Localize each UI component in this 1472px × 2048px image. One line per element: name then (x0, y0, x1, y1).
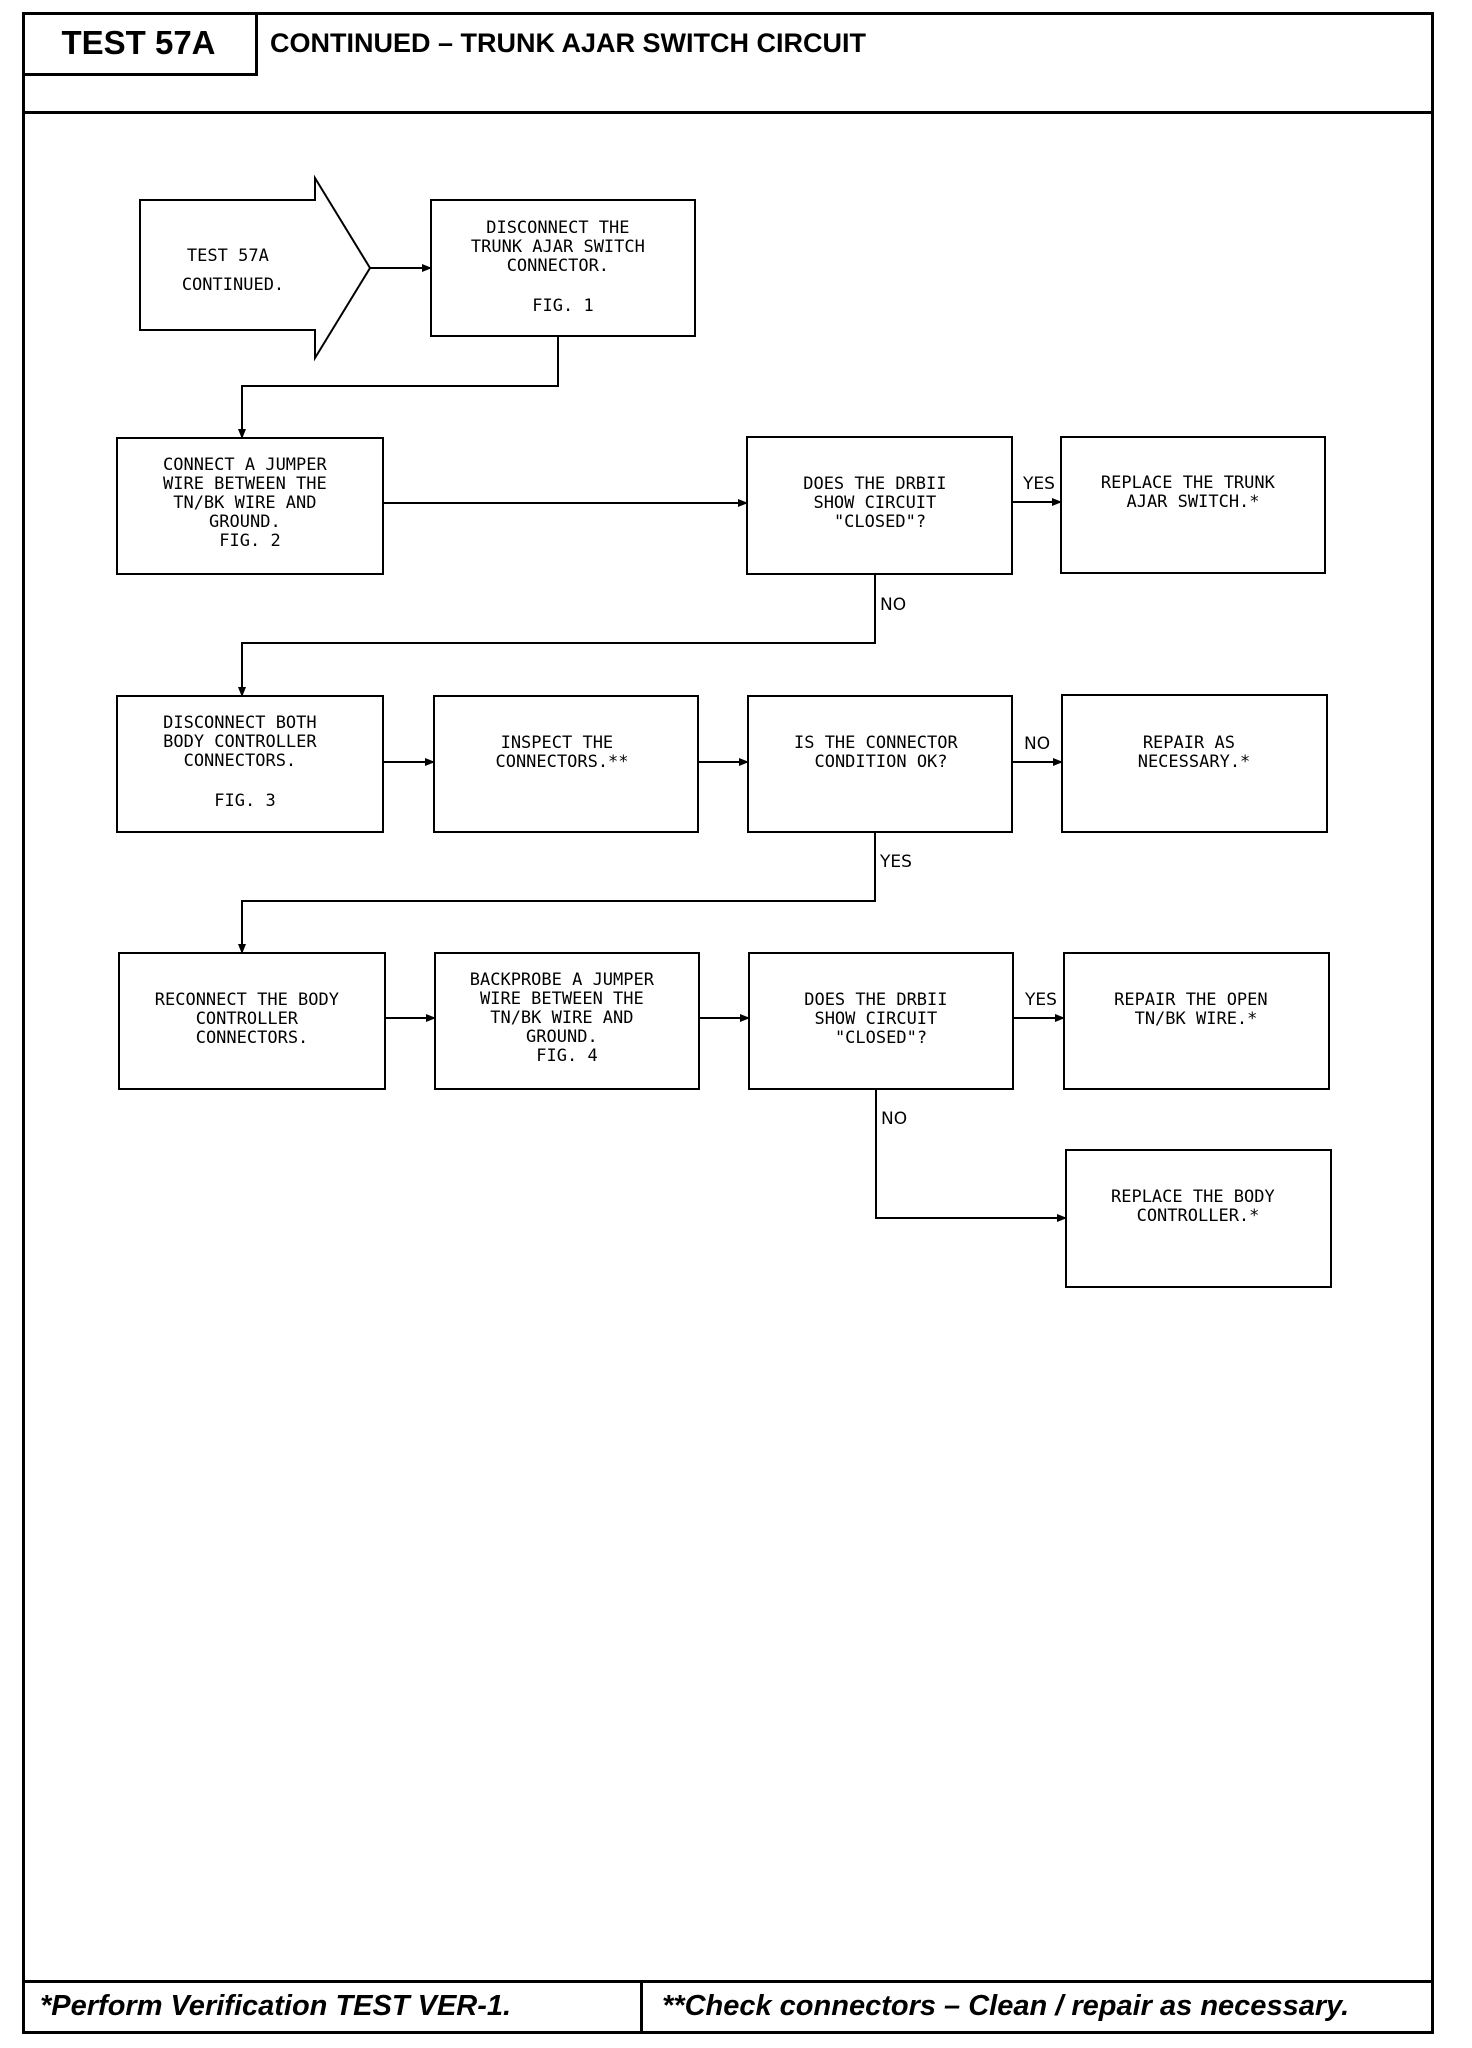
label-no-drb1: NO (880, 595, 906, 615)
label-yes-drb2: YES (1024, 990, 1057, 1010)
footer (22, 1980, 1434, 2034)
text-replace-trunk-switch: REPLACE THE TRUNK AJAR SWITCH.* (1101, 473, 1285, 512)
footnote-verification: *Perform Verification TEST VER-1. (40, 1990, 512, 2022)
text-drb-closed-2: DOES THE DRBII SHOW CIRCUIT "CLOSED"? (804, 990, 958, 1048)
text-backprobe-jumper: BACKPROBE A JUMPER WIRE BETWEEN THE TN/B… (470, 970, 664, 1066)
start-arrow-shape (139, 174, 372, 362)
box-disconnect-trunk-switch (430, 199, 696, 337)
text-disconnect-body: DISCONNECT BOTH BODY CONTROLLER CONNECTO… (163, 713, 327, 811)
text-disconnect-trunk-switch: DISCONNECT THE TRUNK AJAR SWITCH CONNECT… (471, 218, 655, 316)
box-inspect-connectors (433, 695, 699, 833)
footer-divider (640, 1980, 643, 2034)
box-connect-jumper (116, 437, 384, 575)
text-connect-jumper: CONNECT A JUMPER WIRE BETWEEN THE TN/BK … (163, 455, 337, 551)
text-inspect-connectors: INSPECT THE CONNECTORS.** (495, 733, 628, 772)
label-no-ok: NO (1024, 734, 1050, 754)
text-drb-closed-1: DOES THE DRBII SHOW CIRCUIT "CLOSED"? (803, 474, 957, 532)
header-band (22, 12, 1434, 114)
page-title: CONTINUED – TRUNK AJAR SWITCH CIRCUIT (270, 28, 866, 58)
box-drb-closed-2 (748, 952, 1014, 1090)
flowchart: YES NO NO YES YES NO TEST 57A CONTINUED.… (116, 174, 1332, 1288)
text-repair-open-wire: REPAIR THE OPEN TN/BK WIRE.* (1114, 990, 1278, 1029)
connector-drb2-no (875, 1089, 1067, 1222)
footnote-check-connectors: **Check connectors – Clean / repair as n… (662, 1990, 1350, 2022)
box-reconnect-body (118, 952, 386, 1090)
box-repair-as-necessary (1061, 694, 1328, 833)
text-replace-body-controller: REPLACE THE BODY CONTROLLER.* (1111, 1187, 1285, 1226)
box-repair-open-wire (1063, 952, 1330, 1090)
test-id: TEST 57A (22, 12, 258, 76)
connector-drb1-no (238, 574, 876, 697)
label-no-drb2: NO (881, 1109, 907, 1129)
label-yes-ok: YES (879, 852, 912, 872)
box-drb-closed-1 (746, 436, 1013, 575)
connector-ok-yes (238, 832, 876, 954)
box-connector-ok (747, 695, 1013, 833)
box-disconnect-body (116, 695, 384, 833)
text-reconnect-body: RECONNECT THE BODY CONTROLLER CONNECTORS… (155, 990, 349, 1048)
text-start: TEST 57A CONTINUED. (182, 246, 284, 295)
label-yes-drb1: YES (1022, 474, 1055, 494)
connector-disconnect-to-jumper (238, 336, 559, 439)
text-repair-as-necessary: REPAIR AS NECESSARY.* (1138, 733, 1251, 772)
page-frame (22, 12, 1434, 2034)
box-replace-body-controller (1065, 1149, 1332, 1288)
text-connector-ok: IS THE CONNECTOR CONDITION OK? (794, 733, 968, 772)
